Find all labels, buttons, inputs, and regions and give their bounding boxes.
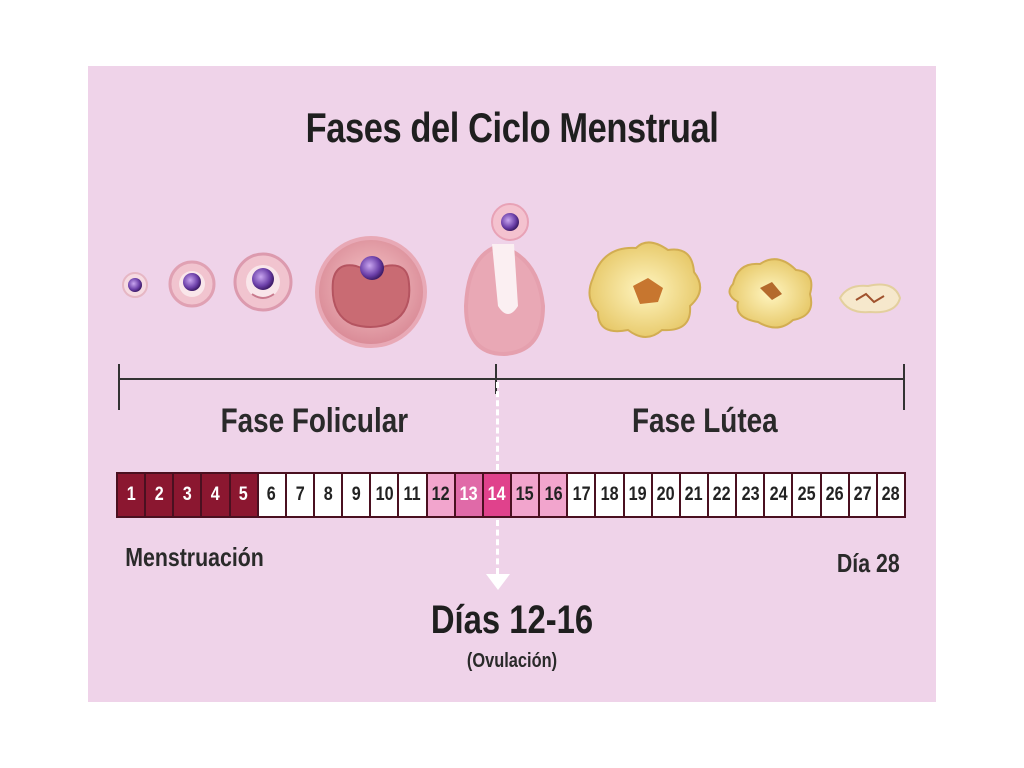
day-number: 2 (154, 484, 164, 505)
primary-follicle (168, 260, 216, 308)
ovulation-arrow (486, 574, 510, 590)
day-cell-5: 5 (230, 474, 257, 516)
day-cell-3: 3 (174, 474, 201, 516)
primordial-follicle (122, 272, 148, 298)
timeline-mid-tick (495, 364, 497, 394)
last-day-label: Día 28 (836, 548, 900, 578)
ovulation-dashed-line-lower (496, 520, 499, 574)
day-cell-12: 12 (427, 474, 454, 516)
day-number: 19 (628, 484, 647, 505)
day-cell-6: 6 (258, 474, 285, 516)
day-number: 8 (323, 484, 333, 505)
day-cell-4: 4 (202, 474, 229, 516)
day-cell-9: 9 (343, 474, 370, 516)
day-number: 14 (487, 484, 506, 505)
day-number: 4 (210, 484, 220, 505)
day-cell-13: 13 (455, 474, 482, 516)
day-number: 22 (713, 484, 732, 505)
follicular-phase-label: Fase Folicular (220, 402, 409, 440)
day-number: 10 (375, 484, 394, 505)
menstruation-label: Menstruación (125, 542, 264, 572)
day-number: 3 (182, 484, 192, 505)
graafian-follicle (315, 236, 427, 348)
day-cell-8: 8 (314, 474, 342, 516)
day-cell-1: 1 (118, 474, 145, 516)
secondary-follicle (233, 252, 293, 312)
day-cell-18: 18 (596, 474, 623, 516)
day-cell-15: 15 (511, 474, 539, 516)
day-number: 11 (403, 484, 422, 505)
ovulation-dashed-line (496, 382, 499, 470)
day-number: 21 (684, 484, 703, 505)
timeline-end-tick (903, 364, 905, 410)
day-number: 15 (516, 484, 535, 505)
day-number: 6 (267, 484, 277, 505)
day-cell-21: 21 (680, 474, 707, 516)
day-cell-22: 22 (708, 474, 736, 516)
phase-timeline (119, 378, 905, 380)
day-cell-10: 10 (371, 474, 398, 516)
day-number: 23 (741, 484, 760, 505)
day-number: 24 (769, 484, 788, 505)
day-number: 7 (295, 484, 305, 505)
day-number: 25 (797, 484, 816, 505)
day-number: 17 (572, 484, 591, 505)
day-cell-26: 26 (821, 474, 848, 516)
day-number: 1 (126, 484, 136, 505)
day-cell-11: 11 (399, 474, 426, 516)
day-cell-27: 27 (849, 474, 876, 516)
day-cell-19: 19 (624, 474, 651, 516)
day-cell-24: 24 (765, 474, 792, 516)
ovulation-days-label: Días 12-16 (430, 598, 594, 642)
day-cell-17: 17 (568, 474, 595, 516)
diagram-title: Fases del Ciclo Menstrual (305, 104, 719, 151)
day-number: 18 (600, 484, 619, 505)
day-cell-20: 20 (652, 474, 679, 516)
follicle-illustration (122, 203, 902, 357)
day-number: 27 (853, 484, 872, 505)
day-number: 9 (351, 484, 361, 505)
day-number: 28 (881, 484, 900, 505)
day-cell-7: 7 (286, 474, 313, 516)
corpus-luteum (588, 241, 701, 338)
day-number: 13 (459, 484, 478, 505)
day-cell-14: 14 (483, 474, 510, 516)
corpus-albicans (838, 283, 902, 314)
mature-corpus-luteum (728, 258, 813, 329)
day-cell-28: 28 (877, 474, 904, 516)
day-cell-16: 16 (540, 474, 567, 516)
diagram-panel: Fases del Ciclo Menstrual (88, 66, 936, 702)
day-number: 26 (825, 484, 844, 505)
day-cell-2: 2 (146, 474, 173, 516)
ovulation-label: (Ovulación) (466, 650, 558, 672)
ovulating-follicle (463, 203, 546, 357)
day-number: 16 (544, 484, 563, 505)
day-cell-23: 23 (737, 474, 764, 516)
timeline-start-tick (118, 364, 120, 410)
day-number: 12 (431, 484, 450, 505)
day-cell-25: 25 (793, 474, 820, 516)
day-number: 5 (239, 484, 249, 505)
day-number: 20 (656, 484, 675, 505)
luteal-phase-label: Fase Lútea (631, 402, 778, 440)
